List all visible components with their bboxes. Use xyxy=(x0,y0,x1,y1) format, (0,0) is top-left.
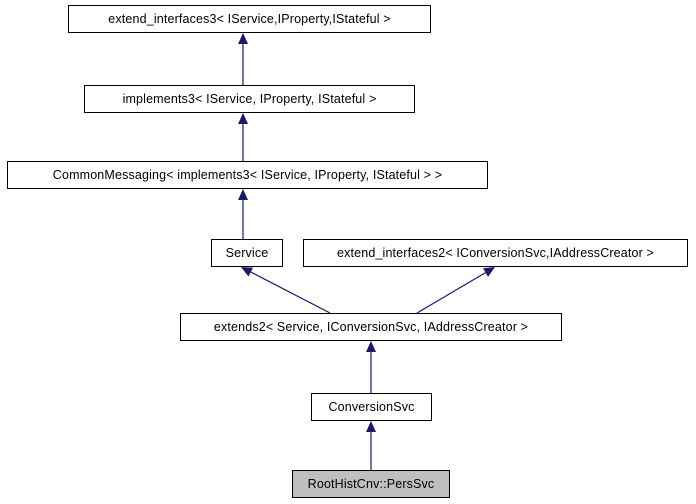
class-node-implements3[interactable]: implements3< IService, IProperty, IState… xyxy=(84,85,415,113)
class-node-label: RootHistCnv::PersSvc xyxy=(307,476,435,491)
class-node-label: extend_interfaces3< IService,IProperty,I… xyxy=(108,11,391,26)
class-node-label: ConversionSvc xyxy=(328,399,415,414)
inheritance-arrowhead-icon xyxy=(366,421,376,432)
inheritance-arrowhead-icon xyxy=(366,341,376,352)
class-node-label: Service xyxy=(225,245,269,260)
class-node-label: implements3< IService, IProperty, IState… xyxy=(122,91,377,106)
inheritance-arrowhead-icon xyxy=(241,267,254,277)
inheritance-arrowhead-icon xyxy=(238,33,248,44)
class-node-label: extend_interfaces2< IConversionSvc,IAddr… xyxy=(337,245,654,260)
class-node-common-messaging[interactable]: CommonMessaging< implements3< IService, … xyxy=(7,161,488,189)
class-node-label: extends2< Service, IConversionSvc, IAddr… xyxy=(213,319,529,334)
class-node-service[interactable]: Service xyxy=(211,239,283,267)
inheritance-arrowhead-icon xyxy=(238,189,248,200)
class-node-extend-interfaces2[interactable]: extend_interfaces2< IConversionSvc,IAddr… xyxy=(303,239,688,267)
inheritance-arrowhead-icon xyxy=(482,267,495,277)
class-node-label: CommonMessaging< implements3< IService, … xyxy=(52,167,443,182)
inheritance-arrowhead-icon xyxy=(238,113,248,124)
class-node-roothistcnv-perssvc[interactable]: RootHistCnv::PersSvc xyxy=(292,470,450,498)
class-node-extends2[interactable]: extends2< Service, IConversionSvc, IAddr… xyxy=(180,313,562,341)
class-node-extend-interfaces3[interactable]: extend_interfaces3< IService,IProperty,I… xyxy=(68,5,431,33)
class-node-conversion-svc[interactable]: ConversionSvc xyxy=(311,393,432,421)
inheritance-edge-line xyxy=(416,272,486,314)
inheritance-edge-line xyxy=(250,271,331,314)
